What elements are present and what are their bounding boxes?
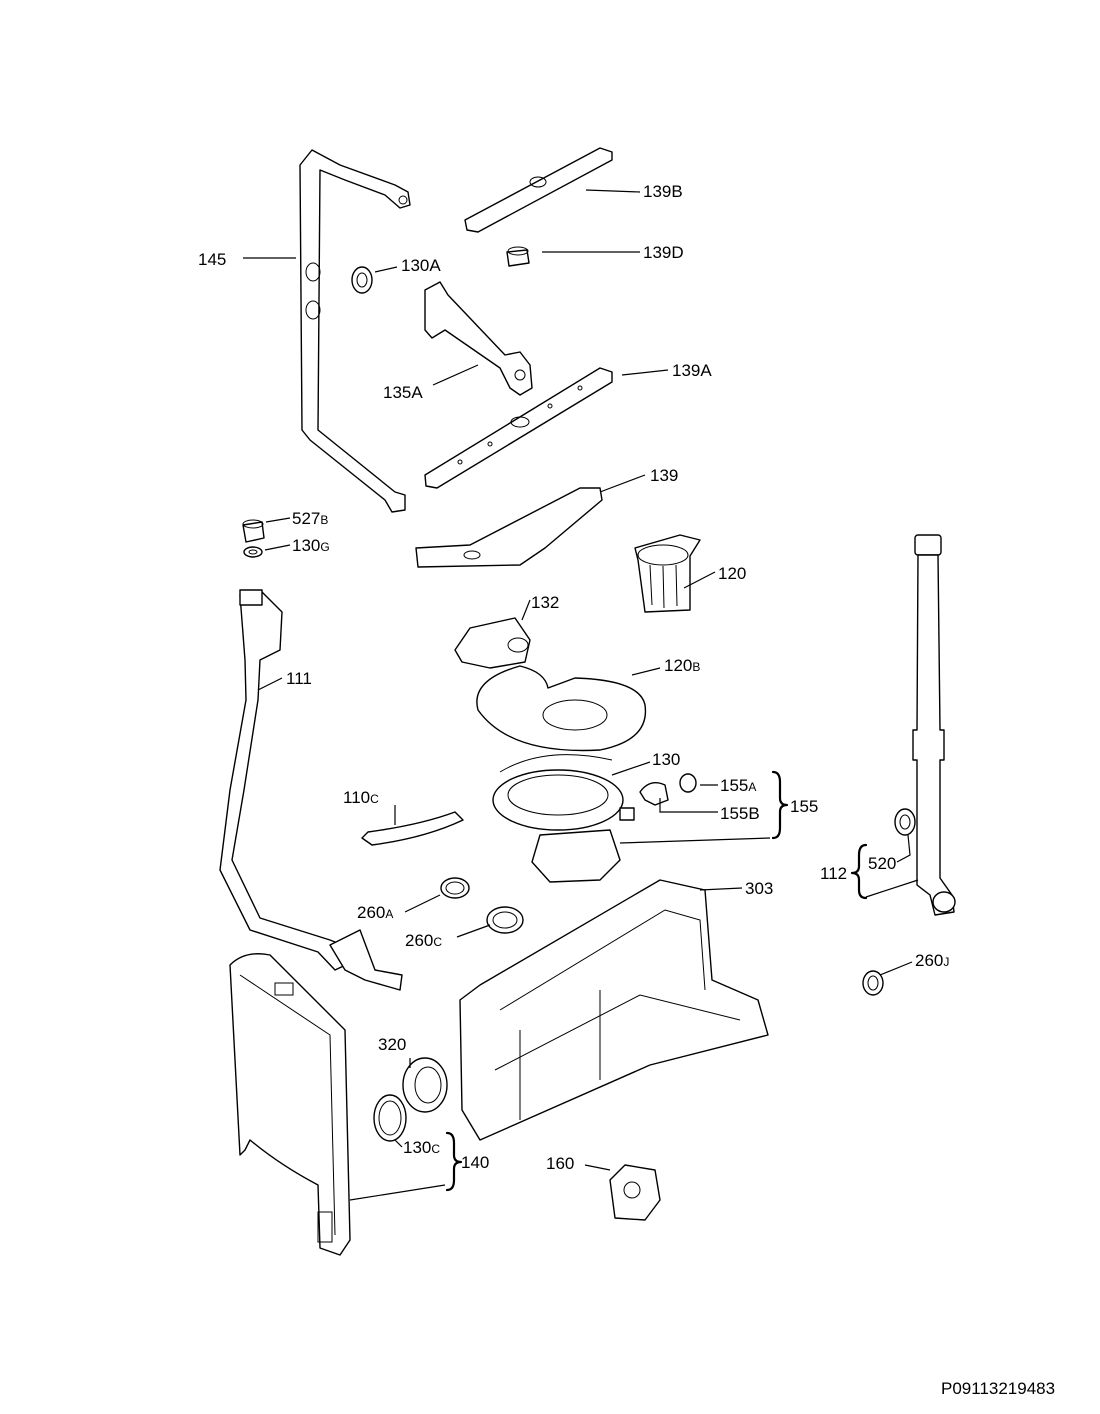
label-303: 303: [745, 879, 773, 898]
label-155: 155: [790, 797, 818, 816]
part-120B-filter-plate: [476, 665, 647, 752]
part-110C-hose: [361, 811, 464, 846]
label-260J: 260J: [915, 951, 949, 970]
part-303-base-tray: [459, 879, 769, 1141]
part-260J-clamp: [862, 970, 884, 996]
part-155A-fitting: [679, 773, 697, 793]
label-120: 120: [718, 564, 746, 583]
label-140: 140: [461, 1153, 489, 1172]
part-130A-seal: [351, 266, 373, 294]
part-260A-clamp: [440, 877, 470, 899]
part-160-pump: [609, 1164, 661, 1221]
label-120B: 120B: [664, 656, 700, 675]
label-130A: 130A: [401, 256, 441, 275]
label-112: 112: [820, 864, 847, 883]
label-260C: 260C: [405, 931, 442, 950]
part-139D-nut: [506, 246, 530, 267]
label-135A: 135A: [383, 383, 423, 402]
part-112-drain-hose: [912, 534, 956, 916]
label-527B: 527B: [292, 509, 328, 528]
label-320: 320: [378, 1035, 406, 1054]
part-320-seal: [402, 1057, 448, 1113]
part-139B-upper-spray-arm: [464, 147, 613, 233]
document-id: P09113219483: [941, 1379, 1055, 1398]
label-520: 520: [868, 854, 896, 873]
label-130G: 130G: [292, 536, 330, 555]
part-155B-clip: [639, 782, 669, 806]
label-132: 132: [531, 593, 559, 612]
part-132-holder: [454, 617, 531, 669]
label-139B: 139B: [643, 182, 683, 201]
label-155A: 155A: [720, 776, 756, 795]
label-110C: 110C: [343, 788, 379, 807]
label-160: 160: [546, 1154, 574, 1173]
brace-112: [850, 843, 868, 900]
part-130G-washer: [243, 546, 263, 558]
part-sump-assembly: [492, 769, 635, 883]
part-145-upper-spray-pipe: [299, 149, 411, 513]
part-135A-support: [424, 281, 533, 396]
part-130C-ring: [373, 1094, 407, 1142]
leader-lines: [243, 189, 919, 1201]
part-139-spray-arm: [415, 487, 603, 568]
part-139A-lower-spray-arm: [424, 367, 613, 489]
part-520-clamp: [894, 808, 916, 836]
label-139A: 139A: [672, 361, 712, 380]
label-145: 145: [198, 250, 226, 269]
part-527B-plug: [242, 519, 265, 543]
label-111: 111: [286, 669, 312, 688]
label-155B: 155B: [720, 804, 760, 823]
part-140-water-pocket: [229, 953, 351, 1256]
label-139: 139: [650, 466, 678, 485]
brace-155: [771, 770, 789, 840]
label-139D: 139D: [643, 243, 684, 262]
brace-140: [445, 1131, 463, 1192]
label-130C: 130C: [403, 1138, 440, 1157]
part-130-gasket-ring: [499, 754, 613, 773]
label-260A: 260A: [357, 903, 393, 922]
part-260C-clamp: [486, 906, 524, 934]
part-111-inlet-hose: [219, 589, 403, 991]
part-120-filter: [634, 534, 701, 613]
label-130: 130: [652, 750, 680, 769]
